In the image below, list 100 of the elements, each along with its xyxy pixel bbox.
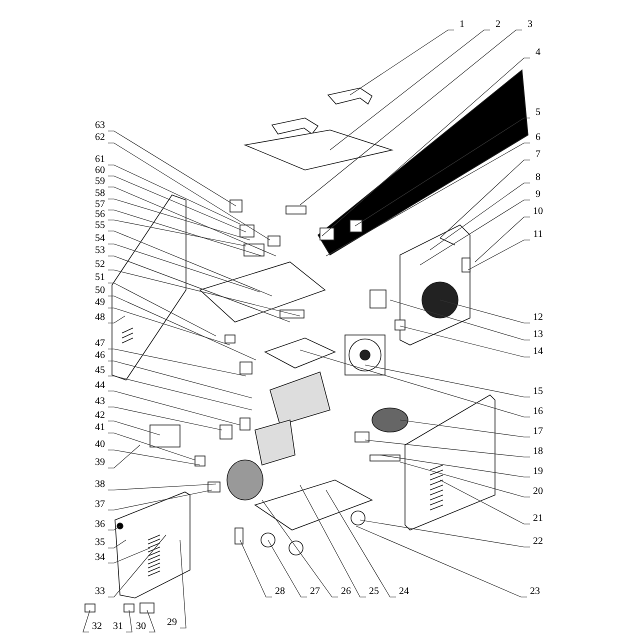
callout-number: 3 bbox=[522, 19, 538, 30]
callout-number: 37 bbox=[92, 499, 108, 510]
leader-line bbox=[108, 534, 166, 598]
leader-line bbox=[82, 610, 90, 632]
leader-line bbox=[108, 176, 246, 232]
callout-number: 61 bbox=[92, 154, 108, 165]
callout-number: 21 bbox=[530, 513, 546, 524]
callout-number: 50 bbox=[92, 285, 108, 296]
callout-number: 51 bbox=[92, 272, 108, 283]
callout-number: 45 bbox=[92, 365, 108, 376]
callout-number: 47 bbox=[92, 338, 108, 349]
leader-line bbox=[474, 216, 530, 262]
callout-number: 36 bbox=[92, 519, 108, 530]
callout-number: 2 bbox=[490, 19, 506, 30]
callout-number: 53 bbox=[92, 245, 108, 256]
callout-number: 38 bbox=[92, 479, 108, 490]
leader-line bbox=[400, 326, 530, 358]
leader-line bbox=[440, 480, 530, 524]
callout-number: 43 bbox=[92, 396, 108, 407]
callout-number: 55 bbox=[92, 220, 108, 231]
callout-number: 28 bbox=[272, 586, 288, 597]
callout-number: 52 bbox=[92, 259, 108, 270]
callout-number: 42 bbox=[92, 410, 108, 421]
leader-line bbox=[108, 348, 246, 376]
callout-number: 41 bbox=[92, 422, 108, 433]
leader-line bbox=[390, 300, 530, 340]
callout-number: 31 bbox=[110, 621, 126, 632]
callout-number: 58 bbox=[92, 188, 108, 199]
callout-number: 54 bbox=[92, 233, 108, 244]
callout-number: 7 bbox=[530, 149, 546, 160]
leader-line bbox=[108, 490, 212, 510]
leader-line bbox=[108, 420, 160, 436]
callout-number: 11 bbox=[530, 229, 546, 240]
leader-line bbox=[108, 390, 240, 426]
leader-line bbox=[430, 182, 530, 250]
leader-line bbox=[108, 142, 270, 240]
leader-line bbox=[108, 540, 126, 548]
callout-number: 62 bbox=[92, 132, 108, 143]
callout-number: 35 bbox=[92, 537, 108, 548]
callout-number: 15 bbox=[530, 386, 546, 397]
callout-number: 23 bbox=[527, 586, 543, 597]
callout-number: 16 bbox=[530, 406, 546, 417]
leader-line bbox=[108, 548, 150, 564]
leader-line bbox=[108, 308, 230, 346]
leader-line bbox=[360, 520, 530, 548]
leader-line bbox=[108, 484, 216, 490]
callout-number: 12 bbox=[530, 312, 546, 323]
leader-line bbox=[108, 406, 222, 430]
callout-number: 26 bbox=[338, 586, 354, 597]
callout-number: 34 bbox=[92, 552, 108, 563]
leader-line bbox=[400, 462, 530, 498]
callout-number: 30 bbox=[133, 621, 149, 632]
leader-line bbox=[380, 454, 530, 478]
leader-line bbox=[108, 220, 246, 246]
leader-line bbox=[440, 300, 530, 324]
leader-line bbox=[108, 282, 216, 336]
callout-number: 56 bbox=[92, 209, 108, 220]
callout-number: 44 bbox=[92, 380, 108, 391]
leader-line bbox=[108, 244, 260, 292]
leader-line bbox=[240, 540, 272, 598]
leader-line bbox=[108, 376, 252, 410]
callout-number: 13 bbox=[530, 329, 546, 340]
leader-line bbox=[364, 440, 530, 458]
callout-number: 59 bbox=[92, 176, 108, 187]
callout-number: 63 bbox=[92, 120, 108, 131]
leader-line bbox=[126, 610, 132, 632]
callout-number: 39 bbox=[92, 457, 108, 468]
leader-line bbox=[108, 360, 252, 398]
callout-number: 49 bbox=[92, 297, 108, 308]
leader-line bbox=[300, 350, 530, 418]
leader-line bbox=[326, 490, 396, 598]
leader-line bbox=[108, 444, 140, 468]
leader-line bbox=[108, 186, 276, 256]
leader-line bbox=[322, 58, 530, 236]
callout-number: 19 bbox=[530, 466, 546, 477]
leader-line bbox=[400, 420, 530, 438]
leader-line bbox=[108, 256, 290, 322]
callout-number: 17 bbox=[530, 426, 546, 437]
callout-number: 40 bbox=[92, 439, 108, 450]
leader-line bbox=[146, 610, 156, 632]
callout-number: 29 bbox=[164, 617, 180, 628]
leader-line bbox=[108, 210, 262, 256]
callout-number: 14 bbox=[530, 346, 546, 357]
leader-line bbox=[108, 526, 120, 530]
leader-line bbox=[354, 118, 530, 226]
callout-number: 32 bbox=[89, 621, 105, 632]
leader-line bbox=[330, 30, 490, 150]
leader-line bbox=[326, 142, 530, 256]
leader-line bbox=[108, 270, 300, 316]
callout-number: 25 bbox=[366, 586, 382, 597]
callout-number: 27 bbox=[307, 586, 323, 597]
callout-number: 1 bbox=[454, 19, 470, 30]
leader-line bbox=[108, 432, 196, 460]
callout-number: 10 bbox=[530, 206, 546, 217]
callout-number: 8 bbox=[530, 172, 546, 183]
callout-number: 22 bbox=[530, 536, 546, 547]
callout-number: 5 bbox=[530, 107, 546, 118]
leader-line bbox=[268, 540, 308, 598]
leader-line bbox=[108, 230, 272, 296]
callout-number: 33 bbox=[92, 586, 108, 597]
